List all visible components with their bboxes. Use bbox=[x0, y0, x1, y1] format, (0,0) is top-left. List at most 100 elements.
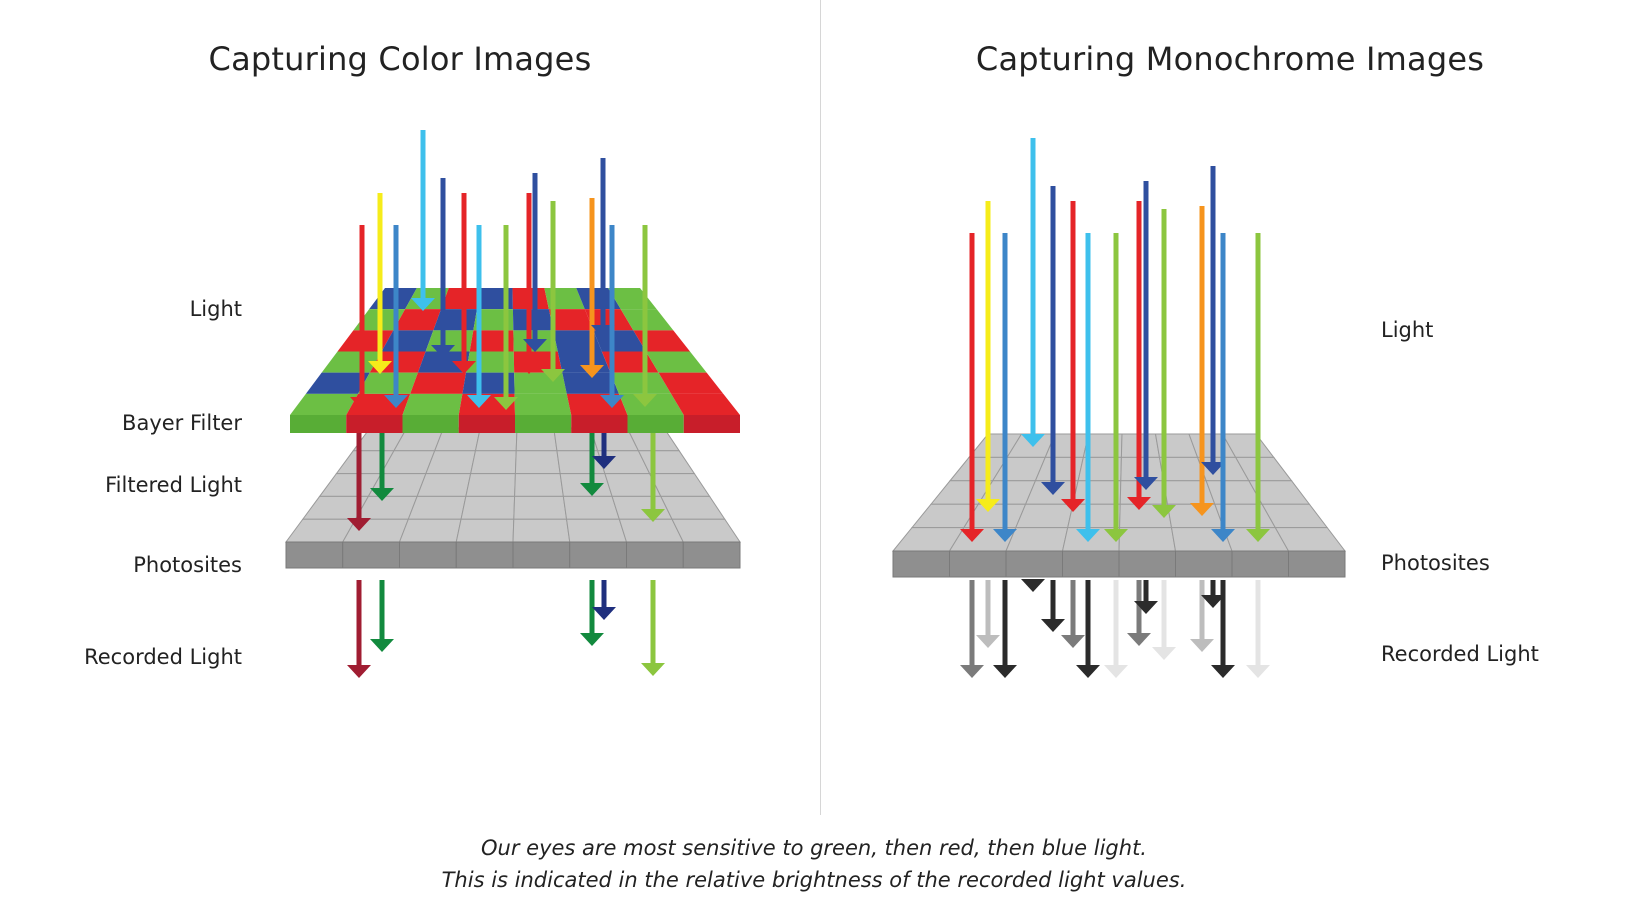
light-arrow-head bbox=[494, 397, 518, 410]
light-arrow-head bbox=[600, 395, 624, 408]
recorded-light-arrow bbox=[1201, 580, 1225, 608]
recorded-light-arrow bbox=[580, 580, 604, 646]
photosite-left-cell bbox=[565, 518, 628, 543]
photosite-left-edge bbox=[626, 541, 684, 569]
light-arrow-head bbox=[1127, 497, 1151, 510]
light-arrow-head bbox=[993, 529, 1017, 542]
recorded-light-arrow-head bbox=[1211, 665, 1235, 678]
photosite-left-cell bbox=[660, 495, 726, 520]
bayer-edge bbox=[402, 415, 459, 433]
filtered-light-arrow bbox=[370, 425, 394, 501]
light-arrow bbox=[541, 201, 565, 382]
light-arrow-head bbox=[1152, 505, 1176, 518]
photosite-left-edge bbox=[512, 541, 571, 569]
photosite-right-cell bbox=[1118, 527, 1177, 552]
recorded-light-arrow-head bbox=[1190, 639, 1214, 652]
recorded-light-arrow-head bbox=[1152, 647, 1176, 660]
recorded-light-arrow-head bbox=[347, 665, 371, 678]
photosite-right-edge bbox=[949, 550, 1007, 578]
bayer-edge bbox=[515, 415, 572, 433]
photosite-left-cell bbox=[398, 518, 462, 543]
light-arrow-head bbox=[350, 397, 374, 410]
recorded-light-arrow bbox=[993, 580, 1017, 678]
photosite-left-cell bbox=[425, 450, 477, 475]
photosite-right-cell bbox=[1005, 527, 1069, 552]
filtered-light-arrow-head bbox=[580, 483, 604, 496]
bayer-edge bbox=[683, 415, 740, 433]
recorded-light-arrow-head bbox=[580, 633, 604, 646]
photosite-right-cell bbox=[1015, 503, 1074, 529]
light-arrow-head bbox=[633, 394, 657, 407]
bayer-cell bbox=[562, 372, 619, 394]
photosite-left-edge bbox=[399, 541, 457, 569]
light-arrow-head bbox=[1190, 503, 1214, 516]
caption-line-1: Our eyes are most sensitive to green, th… bbox=[481, 836, 1147, 860]
light-arrow-head bbox=[411, 298, 435, 311]
bayer-edge bbox=[346, 415, 403, 433]
light-arrow-head bbox=[452, 361, 476, 374]
recorded-light-arrow bbox=[1104, 580, 1128, 678]
label-recorded-light-right: Recorded Light bbox=[1381, 642, 1539, 666]
photosite-right-edge bbox=[1231, 550, 1289, 578]
recorded-light-arrow bbox=[1021, 579, 1045, 592]
recorded-light-arrow-head bbox=[1127, 633, 1151, 646]
photosite-right-edge bbox=[1118, 550, 1176, 578]
bayer-cell bbox=[645, 351, 707, 373]
recorded-light-arrow-head bbox=[960, 665, 984, 678]
recorded-light-arrow-head bbox=[1104, 665, 1128, 678]
recorded-light-arrow-head bbox=[592, 607, 616, 620]
light-arrow bbox=[960, 233, 984, 542]
light-arrow-head bbox=[1061, 499, 1085, 512]
recorded-light-arrow bbox=[1211, 580, 1235, 678]
light-arrow-head bbox=[1201, 462, 1225, 475]
label-light-right: Light bbox=[1381, 318, 1434, 342]
recorded-light-arrow-head bbox=[641, 663, 665, 676]
light-arrow bbox=[993, 233, 1017, 542]
bayer-edge bbox=[458, 415, 515, 433]
light-arrow bbox=[1134, 181, 1158, 490]
recorded-light-arrow bbox=[1134, 580, 1158, 614]
caption-line-2: This is indicated in the relative bright… bbox=[441, 868, 1187, 892]
photosite-left-cell bbox=[514, 450, 561, 475]
label-light-left: Light bbox=[189, 297, 242, 321]
recorded-light-arrow-head bbox=[1201, 595, 1225, 608]
light-arrow bbox=[1104, 233, 1128, 542]
recorded-light-arrow-head bbox=[1076, 665, 1100, 678]
color-panel-title: Capturing Color Images bbox=[208, 40, 592, 78]
mono-panel-title: Capturing Monochrome Images bbox=[975, 40, 1485, 78]
bayer-cell bbox=[305, 372, 370, 394]
light-arrow bbox=[1021, 138, 1045, 447]
bayer-cell bbox=[593, 330, 646, 352]
light-arrow-head bbox=[976, 499, 1000, 512]
filtered-light-arrow-head bbox=[370, 488, 394, 501]
light-arrow bbox=[411, 130, 435, 311]
filtered-light-arrow bbox=[641, 425, 665, 522]
light-arrow bbox=[591, 158, 615, 338]
light-arrow bbox=[431, 178, 455, 358]
recorded-light-arrow-head bbox=[1246, 665, 1270, 678]
light-arrow bbox=[1211, 233, 1235, 542]
filtered-light-arrow bbox=[580, 425, 604, 496]
light-arrow bbox=[600, 225, 624, 408]
photosite-left-cell bbox=[514, 473, 564, 497]
light-arrow-head bbox=[1104, 529, 1128, 542]
recorded-light-arrow bbox=[1076, 580, 1100, 678]
bayer-edge bbox=[290, 415, 347, 433]
recorded-light-arrow-head bbox=[1061, 635, 1085, 648]
bayer-cell bbox=[671, 393, 740, 415]
recorded-light-arrow bbox=[1061, 580, 1085, 648]
label-recorded-light-left: Recorded Light bbox=[84, 645, 242, 669]
photosite-left-cell bbox=[407, 495, 467, 520]
bayer-cell bbox=[514, 393, 572, 415]
light-arrow bbox=[523, 173, 547, 352]
light-arrow-head bbox=[1211, 529, 1235, 542]
bayer-cell bbox=[610, 372, 672, 394]
recorded-light-arrow bbox=[641, 580, 665, 676]
recorded-light-arrow bbox=[976, 580, 1000, 648]
light-arrow-head bbox=[1041, 482, 1065, 495]
photosite-left-cell bbox=[513, 495, 568, 520]
photosite-grid-right bbox=[891, 433, 1347, 578]
photosite-right-edge bbox=[892, 550, 950, 578]
light-arrow bbox=[517, 193, 541, 374]
bayer-cell bbox=[514, 372, 567, 394]
